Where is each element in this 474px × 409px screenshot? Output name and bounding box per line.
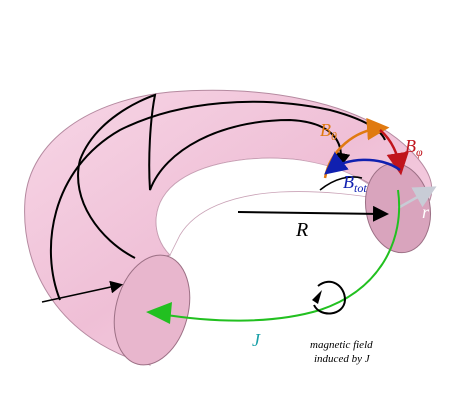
minor-radius-arrow bbox=[397, 186, 437, 210]
induced-field-caption-line1: magnetic field bbox=[310, 339, 373, 351]
induced-field-loop bbox=[313, 280, 347, 315]
current-arrowhead bbox=[146, 302, 172, 324]
b-phi-label: Bφ bbox=[405, 136, 423, 159]
field-line-1 bbox=[49, 100, 386, 301]
field-line-2 bbox=[77, 93, 351, 259]
current-loop bbox=[159, 189, 401, 322]
minor-radius-label: r bbox=[422, 202, 430, 222]
b-phi-arrow bbox=[379, 129, 409, 176]
induced-field-caption-line2: induced by J bbox=[314, 353, 371, 365]
b-theta-label: Bθ bbox=[320, 120, 337, 143]
major-radius-arrow bbox=[237, 205, 389, 222]
field-line-3 bbox=[41, 280, 124, 303]
field-line-4 bbox=[319, 176, 363, 191]
current-label: J bbox=[252, 330, 261, 350]
b-tot-arrow bbox=[324, 151, 401, 175]
induced-field-arrowhead bbox=[312, 290, 322, 304]
b-tot-label: Btot bbox=[343, 172, 367, 195]
major-radius-label: R bbox=[295, 219, 308, 241]
